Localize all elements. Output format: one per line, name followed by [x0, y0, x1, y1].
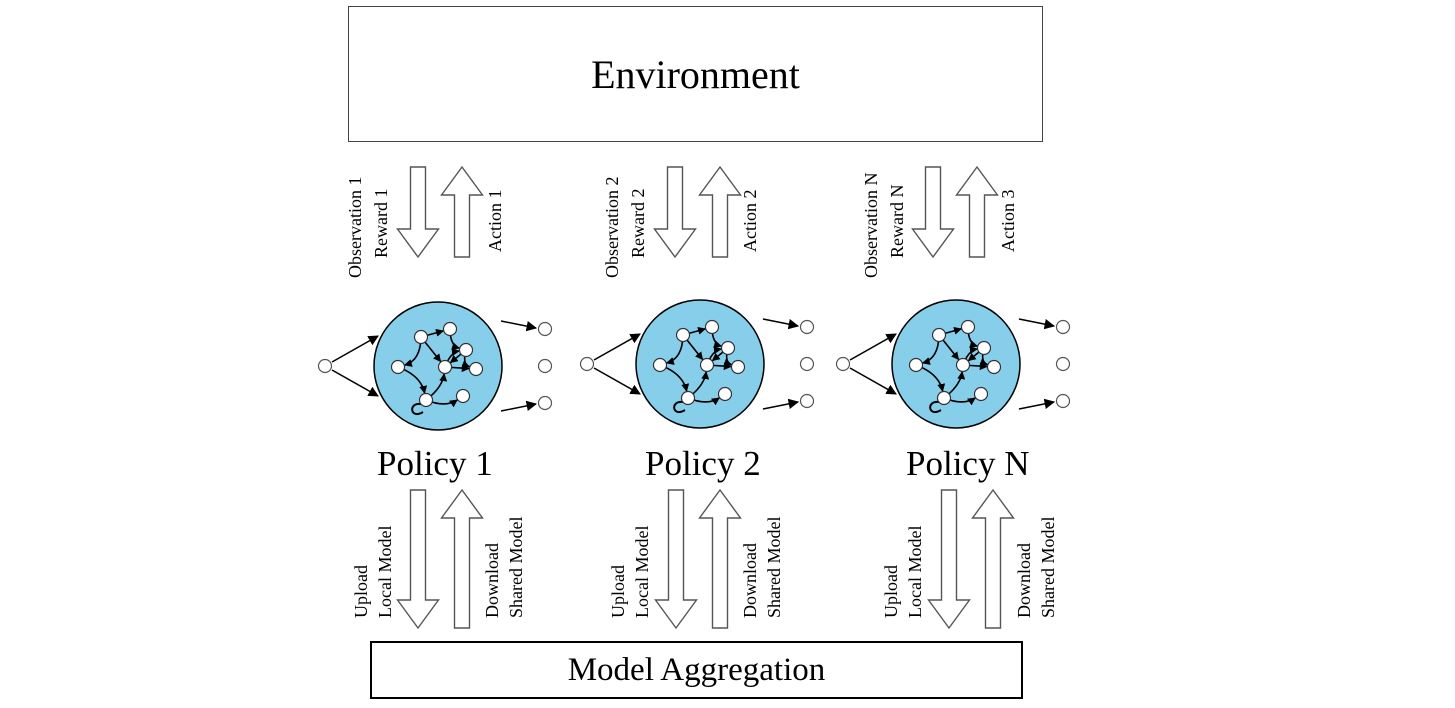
network-node [699, 357, 715, 373]
model-aggregation-label: Model Aggregation [567, 651, 826, 688]
network-node [936, 390, 952, 406]
upload-arrow-n [927, 489, 971, 630]
output-edge [762, 398, 800, 410]
reward-label-1: Reward 1 [371, 188, 391, 258]
reward-label-n: Reward N [887, 184, 907, 258]
network-node [442, 321, 458, 337]
input-edge [331, 369, 379, 397]
observation-reward-arrow-n [911, 166, 955, 259]
action-arrow-n [955, 165, 999, 258]
network-node [960, 319, 976, 335]
network-node [413, 329, 429, 345]
input-edge [849, 367, 897, 395]
policy-title-n: Policy N [906, 444, 1030, 483]
upload-arrow-1 [396, 489, 440, 630]
observation-reward-arrow-1 [396, 166, 440, 259]
network-node [652, 357, 668, 373]
action-arrow-1 [440, 165, 484, 258]
output-node [799, 393, 815, 409]
action-arrow-2 [698, 165, 742, 258]
output-node [799, 356, 815, 372]
action-label-2: Action 2 [740, 189, 760, 253]
network-self-loop [411, 402, 424, 415]
input-node [835, 356, 851, 372]
upload-arrow-2 [654, 489, 698, 630]
network-node [437, 359, 453, 375]
network-node [680, 390, 696, 406]
input-edge [331, 335, 379, 363]
input-node [317, 358, 333, 374]
network-node [455, 388, 471, 404]
output-edge [1018, 318, 1056, 330]
input-edge [593, 333, 641, 361]
network-node [955, 357, 971, 373]
observation-label-1: Observation 1 [345, 176, 365, 278]
observation-reward-arrow-2 [653, 166, 697, 259]
action-label-1: Action 1 [485, 189, 505, 253]
network-node [986, 359, 1002, 375]
download-arrow-2 [698, 488, 742, 629]
environment-label: Environment [591, 51, 800, 97]
reward-label-2: Reward 2 [628, 188, 648, 258]
policy-network-1 [317, 301, 553, 431]
network-node [976, 340, 992, 356]
environment-box: Environment [348, 6, 1043, 142]
network-node [717, 386, 733, 402]
model-aggregation-box: Model Aggregation [370, 641, 1023, 699]
policy-title-1: Policy 1 [377, 444, 493, 483]
policy-network-2 [579, 299, 815, 429]
output-node [537, 321, 553, 337]
policy-network-n [835, 299, 1071, 429]
network-node [908, 357, 924, 373]
network-self-loop [673, 400, 686, 413]
input-edge [849, 333, 897, 361]
output-node [1055, 393, 1071, 409]
network-node [931, 327, 947, 343]
output-node [537, 395, 553, 411]
output-node [799, 319, 815, 335]
input-edge [593, 367, 641, 395]
network-node [418, 392, 434, 408]
download-arrow-1 [440, 488, 484, 629]
network-node [458, 342, 474, 358]
network-node [973, 386, 989, 402]
network-self-loop [929, 400, 942, 413]
network-node [730, 359, 746, 375]
network-node [468, 361, 484, 377]
observation-label-2: Observation 2 [602, 176, 622, 278]
download-arrow-n [971, 488, 1015, 629]
output-edge [1018, 398, 1056, 410]
input-node [579, 356, 595, 372]
output-node [1055, 319, 1071, 335]
policy-title-2: Policy 2 [645, 444, 761, 483]
output-edge [500, 320, 538, 332]
output-node [537, 358, 553, 374]
network-node [675, 327, 691, 343]
observation-label-n: Observation N [861, 172, 881, 278]
output-edge [500, 400, 538, 412]
output-node [1055, 356, 1071, 372]
action-label-n: Action 3 [998, 189, 1018, 253]
network-node [390, 359, 406, 375]
output-edge [762, 318, 800, 330]
network-node [704, 319, 720, 335]
network-node [720, 340, 736, 356]
